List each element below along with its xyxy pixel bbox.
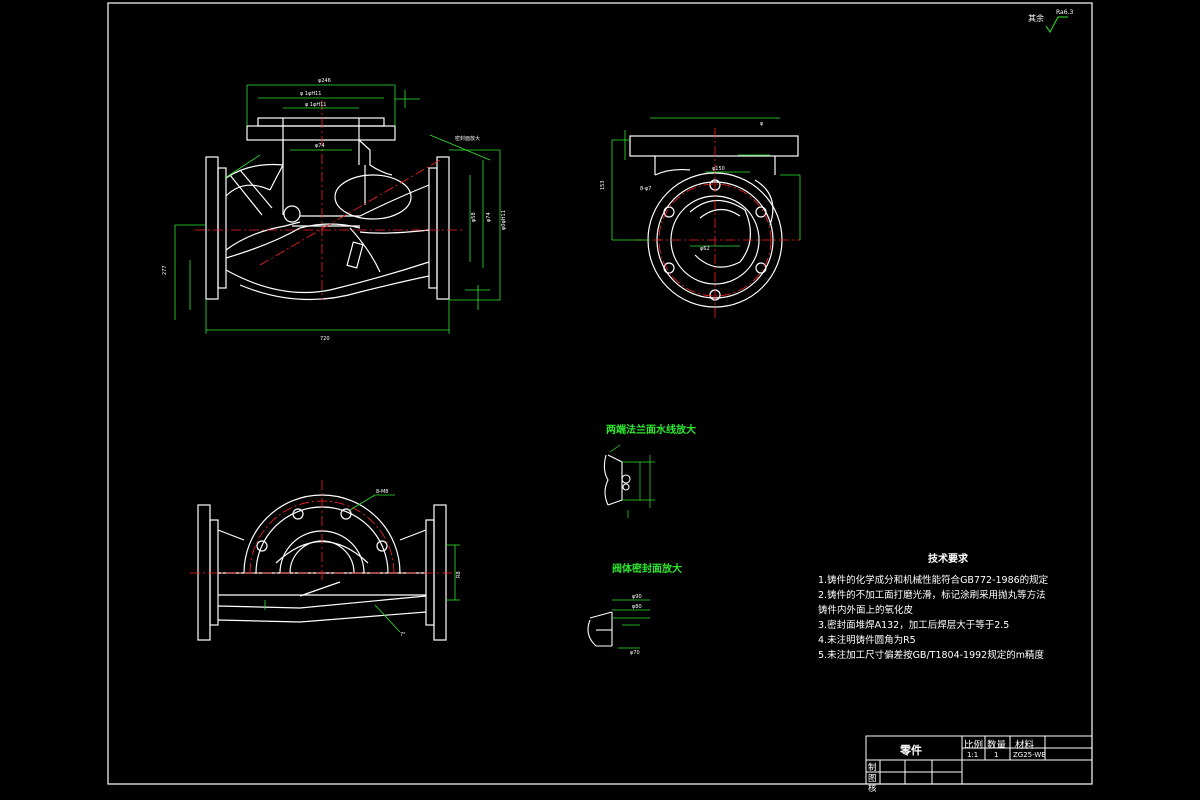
svg-text:R8: R8 [456, 571, 462, 578]
requirement-line: 4.未注明铸件圆角为R5 [818, 635, 916, 646]
svg-text:φ58: φ58 [471, 212, 477, 222]
title-block-header-scale: 比例 [964, 740, 984, 751]
svg-text:φ0φH11: φ0φH11 [501, 210, 507, 230]
side-view-dimensions [611, 117, 801, 247]
svg-text:φ90: φ90 [632, 594, 642, 600]
technical-requirements: 技术要求 1.铸件的化学成分和机械性能符合GB772-1986的规定 2.铸件的… [818, 552, 1078, 663]
svg-text:密封面放大: 密封面放大 [455, 135, 480, 142]
roughness-value: Ra6.3 [1056, 9, 1074, 16]
title-block-material-value: ZG25-WB [1013, 751, 1047, 759]
svg-text:φ150: φ150 [712, 166, 725, 172]
front-view-centerlines [195, 100, 465, 300]
requirement-line: 1.铸件的化学成分和机械性能符合GB772-1986的规定 [818, 575, 1049, 586]
sheet-border [107, 2, 1093, 785]
requirement-line: 2.铸件的不加工面打磨光滑，标记涂刷采用抛丸等方法 [818, 590, 1046, 601]
detail-seal-face-dim-text: φ90 φ80 φ70 [630, 594, 642, 656]
side-view [629, 135, 799, 308]
detail-seal-face [587, 611, 613, 647]
svg-text:φ 1φH11: φ 1φH11 [300, 91, 322, 97]
svg-text:153: 153 [600, 180, 606, 190]
detail-title-flange-groove: 两端法兰面水线放大 [606, 425, 696, 436]
svg-text:φ74: φ74 [315, 143, 325, 149]
requirement-line: 3.密封面堆焊A132，加工后焊层大于等于2.5 [818, 620, 1010, 631]
svg-text:φ74: φ74 [486, 212, 492, 222]
svg-text:7°: 7° [400, 632, 406, 638]
requirement-line: 5.未注加工尺寸偏差按GB/T1804-1992规定的m精度 [818, 650, 1044, 661]
title-block-header-qty: 数量 [987, 740, 1007, 751]
svg-text:φ70: φ70 [630, 650, 640, 656]
title-block-qty-value: 1 [994, 751, 999, 759]
detail-flange-groove-dims [609, 444, 655, 518]
front-view [205, 117, 450, 301]
requirement-line: 铸件内外面上的氧化皮 [818, 605, 914, 616]
roughness-symbol [1045, 16, 1068, 33]
front-view-dim-text: φ246 φ 1φH11 φ 1φH11 φ74 720 277 φ58 φ74… [162, 78, 507, 342]
top-view-centerlines [190, 480, 455, 580]
svg-text:8-M8: 8-M8 [376, 489, 388, 495]
roughness-label: 其余 [1028, 14, 1044, 23]
detail-flange-groove [603, 454, 631, 506]
svg-text:φ62: φ62 [700, 246, 710, 252]
svg-text:720: 720 [320, 336, 330, 342]
svg-text:φ: φ [760, 121, 764, 127]
svg-text:277: 277 [162, 265, 168, 275]
svg-text:8-φ7: 8-φ7 [640, 186, 651, 192]
title-block-row-label: 图 [868, 774, 877, 784]
title-block-header-material: 材料 [1015, 740, 1035, 751]
side-view-centerlines [635, 128, 800, 318]
top-view-dimensions [264, 494, 460, 633]
top-view-dim-text: 8-M8 R8 7° [376, 489, 462, 638]
technical-requirements-title: 技术要求 [928, 554, 968, 565]
title-block-part-name: 零件 [900, 744, 922, 757]
front-view-dimensions [174, 84, 501, 334]
svg-text:φ246: φ246 [318, 78, 331, 84]
title-block-row-label: 核 [868, 784, 877, 794]
title-block-scale-value: 1:1 [967, 751, 979, 759]
side-view-dim-text: 153 8-φ7 φ62 φ150 φ [600, 121, 764, 252]
svg-text:φ80: φ80 [632, 604, 642, 610]
detail-title-seal-face: 阀体密封面放大 [612, 564, 682, 575]
title-block-grid [865, 735, 1093, 785]
svg-text:φ 1φH11: φ 1φH11 [305, 102, 327, 108]
detail-seal-face-dims [612, 599, 650, 649]
title-block-row-label: 制 [868, 763, 877, 773]
